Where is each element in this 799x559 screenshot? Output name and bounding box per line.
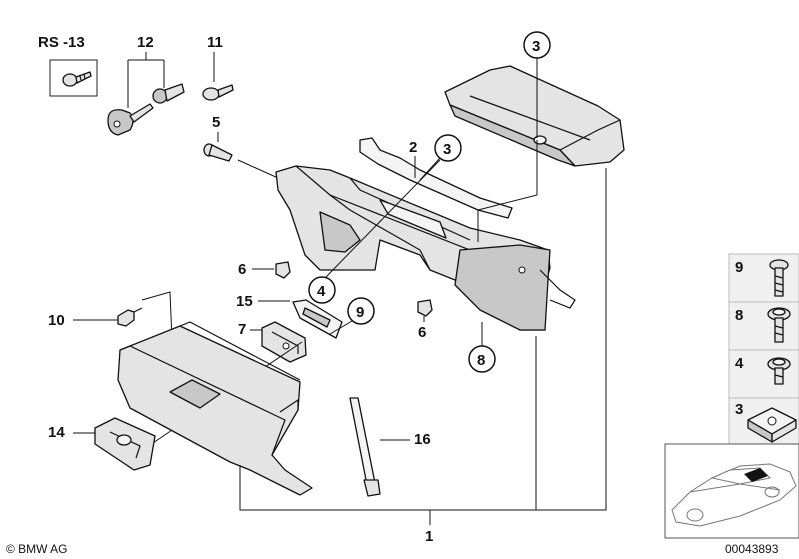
- label-15: 15: [236, 293, 253, 310]
- leader-3-mid: [419, 157, 441, 181]
- callout-4: [308, 276, 336, 304]
- legend-label-3: 3: [735, 401, 743, 418]
- glovebox-carrier-part: [275, 137, 576, 331]
- bumper-10-icon: [117, 307, 143, 327]
- callout-3-top-text: 3: [532, 38, 540, 55]
- top-cover-part: [444, 65, 625, 167]
- legend-item-9-box: [728, 253, 799, 303]
- label-12: 12: [137, 34, 154, 51]
- label-6-left: 6: [238, 261, 246, 278]
- clip-nut-icon: [747, 407, 797, 443]
- legend-label-8: 8: [735, 307, 743, 324]
- clip-6-right-icon: [417, 299, 433, 317]
- copyright-text: © BMW AG: [6, 542, 68, 556]
- label-1: 1: [425, 528, 433, 545]
- stay-strut-16-icon: [349, 397, 381, 497]
- label-10: 10: [48, 312, 65, 329]
- location-highlight: [744, 468, 768, 482]
- leader-9: [329, 320, 353, 335]
- label-rs13: RS -13: [38, 34, 85, 51]
- label-11: 11: [207, 34, 223, 51]
- legend-panel: 9 8 4 3: [728, 253, 799, 445]
- callout-9: [347, 297, 375, 325]
- screw-11-icon: [202, 84, 234, 101]
- legend-label-9: 9: [735, 259, 743, 276]
- key-icon: [107, 103, 154, 136]
- label-16: 16: [414, 431, 431, 448]
- callout-3-mid: [434, 134, 462, 162]
- glovebox-lid-part: [117, 321, 313, 496]
- label-14: 14: [48, 424, 65, 441]
- collar-screw-icon: [767, 357, 791, 385]
- assembly-bracket-1: [239, 168, 607, 511]
- label-7: 7: [238, 321, 246, 338]
- striker-plate-15-icon: [292, 299, 343, 339]
- diagram-number: 00043893: [725, 542, 779, 556]
- callout-9-text: 9: [356, 304, 364, 321]
- long-screw-icon: [769, 259, 789, 297]
- rs13-screw-icon: [62, 71, 92, 87]
- clip-6-left-icon: [275, 261, 291, 279]
- leader-12: [127, 52, 165, 108]
- lock-housing-14-icon: [94, 417, 156, 471]
- vehicle-location-thumbnail: [664, 443, 799, 539]
- bolt-5-icon: [203, 143, 233, 162]
- flange-screw-icon: [767, 307, 791, 343]
- label-5: 5: [212, 114, 220, 131]
- legend-item-4-box: [728, 349, 799, 399]
- leader-5-line: [237, 159, 279, 179]
- callout-4-text: 4: [317, 283, 326, 300]
- leader-3-top-bend: [477, 194, 538, 211]
- lock-cylinder-icon: [152, 83, 185, 104]
- latch-7-icon: [261, 321, 307, 363]
- leader-4: [325, 159, 441, 278]
- leader-10-bracket: [141, 291, 173, 341]
- callout-3-mid-text: 3: [443, 141, 451, 158]
- legend-label-4: 4: [735, 355, 744, 372]
- label-2: 2: [409, 139, 417, 156]
- callout-8-text: 8: [477, 352, 485, 369]
- label-6-right: 6: [418, 324, 426, 341]
